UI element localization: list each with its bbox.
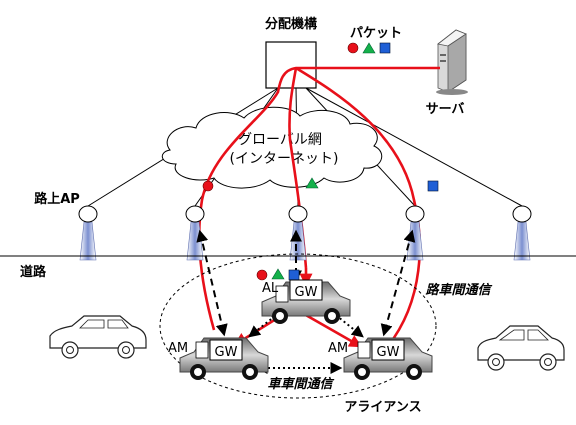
packet-green-on-path	[305, 177, 319, 189]
global-net-label-1: グローバル網	[238, 132, 322, 148]
distributor: 分配機構	[265, 16, 317, 89]
alliance-label: アライアンス	[344, 400, 421, 415]
car-icon-am-left: GW AM	[168, 337, 269, 380]
packet-blue-square	[379, 42, 391, 54]
road-vehicle-comm-label: 路車間通信	[425, 282, 492, 298]
car-icon-outside-left	[49, 315, 147, 359]
packet-red-on-path	[202, 180, 214, 192]
server-icon: サーバ	[426, 29, 468, 117]
packet-label: パケット	[350, 26, 402, 41]
packet-blue-on-path	[427, 180, 439, 192]
am-right-label: AM	[328, 341, 348, 356]
global-network-cloud: グローバル網 (インターネット)	[161, 106, 383, 189]
antenna-icon	[185, 205, 205, 261]
car-icon-am-right: GW AM	[328, 337, 433, 380]
server-label: サーバ	[426, 102, 465, 117]
antenna-icon	[78, 205, 98, 261]
packet-shapes-al	[256, 268, 300, 281]
roadside-aps: 路上AP	[34, 191, 532, 261]
antenna-icon	[405, 205, 425, 261]
gw-label-am-right: GW	[377, 345, 400, 360]
packet-red-circle	[347, 42, 359, 54]
global-net-label-2: (インターネット)	[230, 151, 339, 167]
am-left-label: AM	[168, 341, 188, 356]
road-label: 道路	[20, 264, 47, 280]
gw-label-am-left: GW	[215, 345, 238, 360]
antenna-icon	[512, 205, 532, 261]
car-icon-outside-right	[477, 325, 565, 371]
al-label: AL	[262, 281, 279, 296]
gw-label-al: GW	[295, 285, 318, 300]
antenna-icon	[288, 205, 308, 261]
car-icon-al: GW AL	[261, 279, 351, 324]
vehicle-vehicle-comm-label: 車車間通信	[267, 376, 334, 392]
distributor-label: 分配機構	[265, 16, 317, 32]
roadside-ap-label: 路上AP	[34, 191, 80, 207]
packet-green-triangle	[362, 42, 376, 54]
packet-shapes-top	[347, 42, 391, 54]
